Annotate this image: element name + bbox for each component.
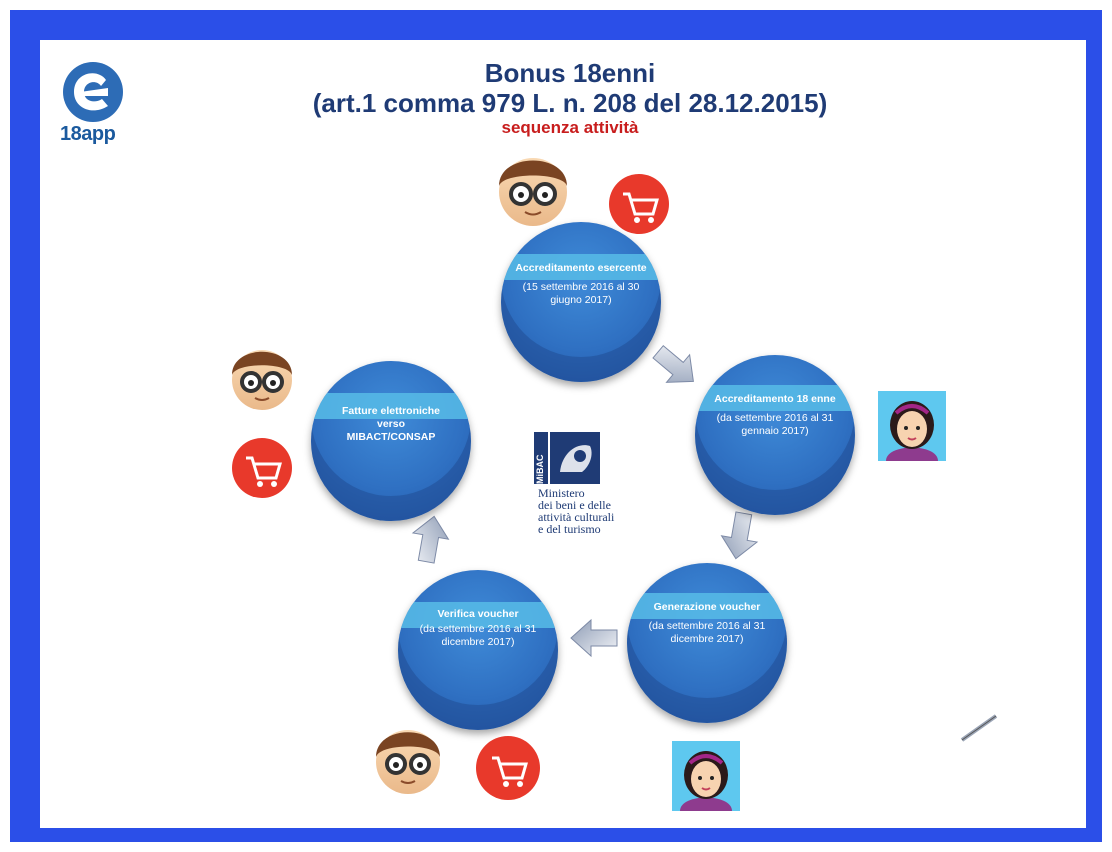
shopping-cart-icon bbox=[476, 736, 540, 800]
shopping-cart-icon bbox=[232, 438, 292, 498]
merchant-avatar-icon bbox=[499, 158, 567, 226]
page-title: Bonus 18enni bbox=[484, 58, 656, 88]
ministry-label: Ministero dei beni e delle attività cult… bbox=[538, 486, 615, 536]
flow-arrow-icon bbox=[652, 345, 694, 383]
18app-logo-icon bbox=[63, 62, 123, 122]
step-verifica-voucher: Verifica voucher (da settembre 2016 al 3… bbox=[398, 570, 558, 730]
step-title: Accreditamento 18 enne bbox=[714, 393, 836, 405]
step-fatture-elettroniche: Fatture elettroniche verso MIBACT/CONSAP bbox=[311, 361, 471, 521]
step-accreditamento-18enne: Accreditamento 18 enne (da settembre 201… bbox=[695, 355, 855, 515]
step-title: Generazione voucher bbox=[653, 601, 761, 613]
shopping-cart-icon bbox=[609, 174, 669, 234]
step-detail: (da settembre 2016 al 31 dicembre 2017) bbox=[648, 620, 766, 645]
merchant-avatar-icon bbox=[232, 350, 292, 410]
pen-icon bbox=[960, 714, 998, 742]
page-subtitle: sequenza attività bbox=[501, 118, 639, 137]
girl-avatar-icon bbox=[672, 741, 740, 811]
step-detail: (da settembre 2016 al 31 gennaio 2017) bbox=[716, 412, 834, 437]
step-title: Verifica voucher bbox=[437, 608, 519, 620]
girl-avatar-icon bbox=[878, 391, 946, 461]
step-title: Fatture elettroniche verso MIBACT/CONSAP bbox=[341, 405, 441, 443]
mibac-logo-icon bbox=[534, 432, 600, 484]
merchant-avatar-icon bbox=[376, 730, 440, 794]
step-generazione-voucher: Generazione voucher (da settembre 2016 a… bbox=[627, 563, 787, 723]
flow-arrow-icon bbox=[570, 618, 618, 658]
mibac-logo-text: MiBAC bbox=[535, 454, 545, 485]
flow-arrow-icon bbox=[720, 511, 759, 560]
flow-arrow-icon bbox=[411, 515, 450, 564]
page-title-law: (art.1 comma 979 L. n. 208 del 28.12.201… bbox=[312, 88, 828, 118]
logo-label: 18app bbox=[60, 123, 116, 145]
step-detail: (15 settembre 2016 al 30 giugno 2017) bbox=[522, 281, 640, 306]
step-title: Accreditamento esercente bbox=[515, 262, 647, 274]
step-accreditamento-esercente: Accreditamento esercente (15 settembre 2… bbox=[501, 222, 661, 382]
step-detail: (da settembre 2016 al 31 dicembre 2017) bbox=[419, 623, 537, 648]
